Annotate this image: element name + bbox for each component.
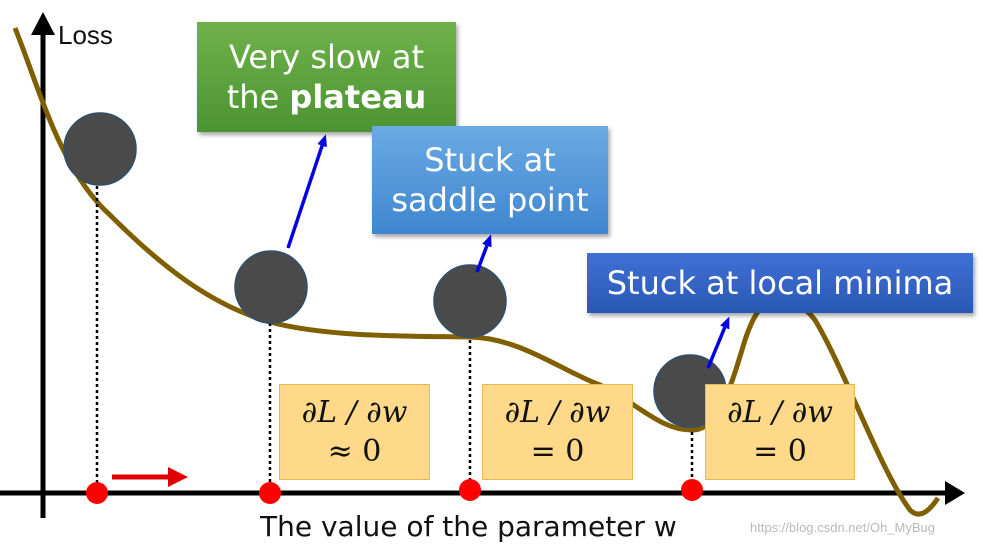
plateau-callout-bold: plateau (289, 78, 427, 116)
ball-start (63, 112, 137, 186)
plateau-callout: Very slow at the plateau (197, 22, 456, 132)
saddle-callout: Stuck at saddle point (372, 126, 608, 234)
gradient-relation: ≈ 0 (327, 434, 382, 469)
plateau-callout-prefix: the (226, 78, 290, 116)
plateau-callout-line1: Very slow at (229, 38, 424, 76)
saddle-callout-line2: saddle point (391, 181, 589, 219)
plateau-callout-line2: the plateau (227, 77, 427, 117)
direction-arrowhead (168, 467, 188, 487)
gradient-expr: ∂L / ∂w (504, 395, 611, 430)
point-4 (681, 479, 703, 501)
pointer-arrow-saddle (475, 234, 492, 273)
watermark: https://blog.csdn.net/Oh_MyBug (750, 520, 935, 535)
pointer-arrow-plateau (286, 134, 327, 249)
ball-plateau (234, 250, 308, 324)
x-axis-label: The value of the parameter w (260, 510, 677, 543)
saddle-callout-line1: Stuck at (424, 141, 556, 179)
gradient-expr: ∂L / ∂w (301, 395, 408, 430)
y-axis-arrowhead (31, 12, 55, 35)
local-minima-callout: Stuck at local minima (587, 253, 973, 313)
point-2 (259, 482, 281, 504)
gradient-expr: ∂L / ∂w (727, 395, 833, 430)
gradient-relation: = 0 (530, 434, 585, 469)
gradient-box-local-minima: ∂L / ∂w = 0 (705, 384, 855, 480)
y-axis-label: Loss (58, 20, 113, 50)
ball-saddle (433, 264, 507, 338)
pointer-arrow-local (706, 316, 730, 369)
point-1 (86, 482, 108, 504)
gradient-relation: = 0 (753, 434, 807, 469)
point-3 (459, 479, 481, 501)
x-axis-arrowhead (945, 481, 965, 505)
gradient-box-saddle: ∂L / ∂w = 0 (482, 384, 633, 480)
local-minima-callout-text: Stuck at local minima (606, 264, 954, 302)
gradient-box-plateau: ∂L / ∂w ≈ 0 (279, 384, 430, 480)
